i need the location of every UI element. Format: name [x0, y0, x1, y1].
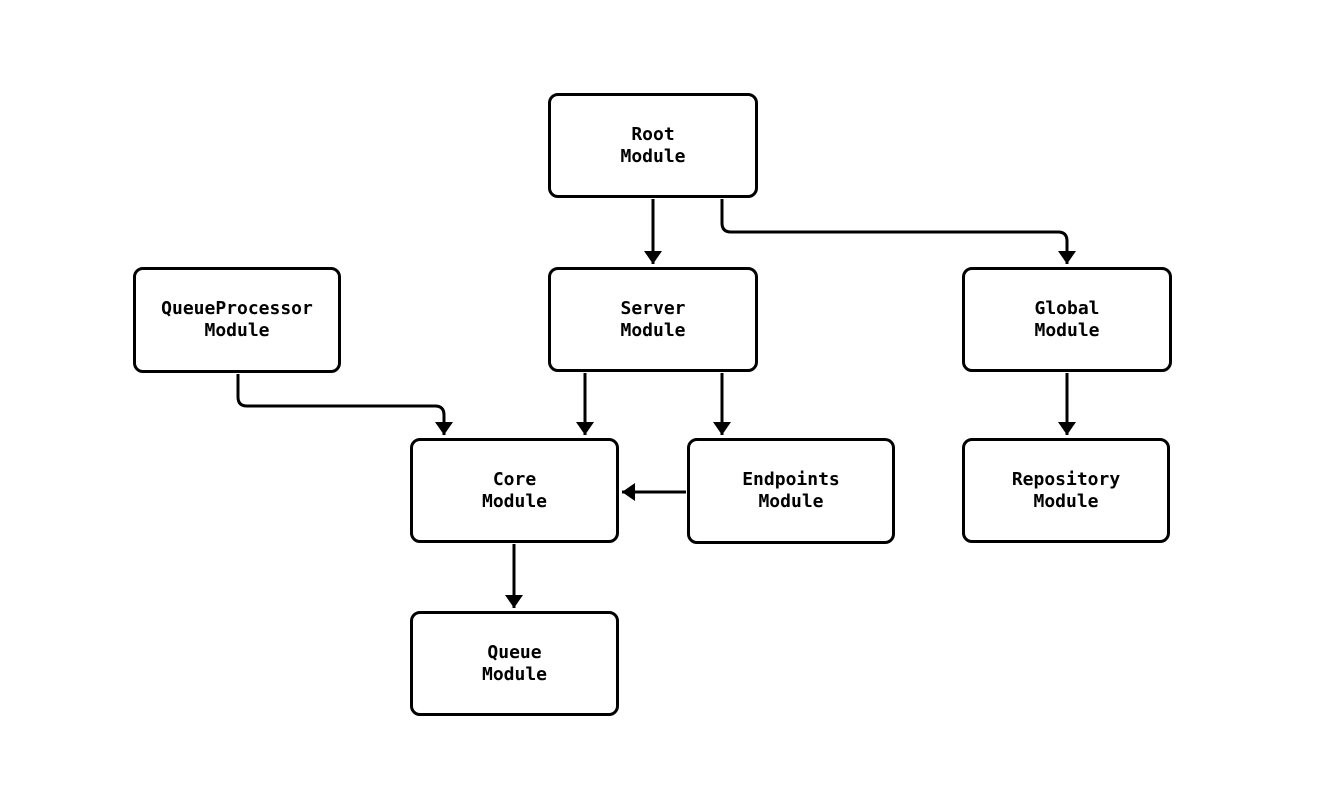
node-core-module: Core Module — [410, 438, 619, 543]
node-endpoints-module: Endpoints Module — [687, 438, 895, 544]
edge-group — [236, 199, 1076, 608]
node-queue-module: Queue Module — [410, 611, 619, 716]
edge-queue-processor-to-core — [236, 374, 453, 435]
node-repository-module: Repository Module — [962, 438, 1170, 543]
node-root-module: Root Module — [548, 93, 758, 198]
edge-root-to-global — [720, 199, 1076, 264]
node-server-module: Server Module — [548, 267, 758, 372]
node-queueprocessor-module: QueueProcessor Module — [133, 267, 341, 373]
node-global-module: Global Module — [962, 267, 1172, 372]
